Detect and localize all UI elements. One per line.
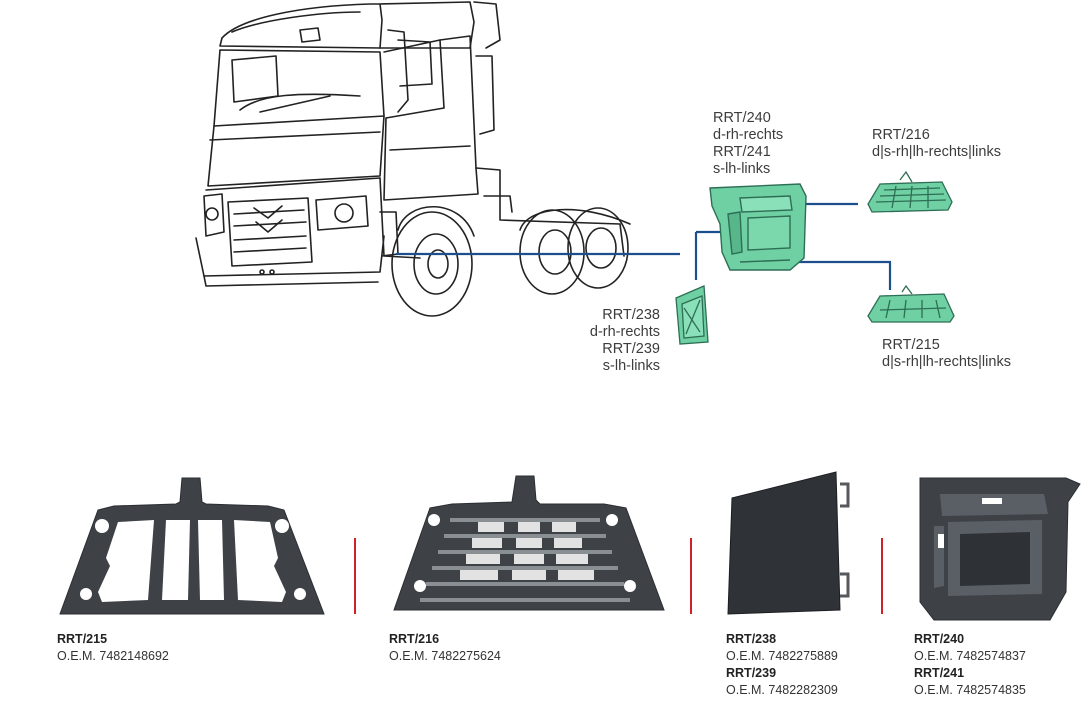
step-grid-part-icon [867,170,953,213]
callout-line: RRT/238 [602,307,660,323]
oem-number: O.E.M. 7482282309 [726,683,838,697]
callout-line: RRT/239 [602,341,660,357]
product-divider [354,538,356,614]
product-code: RRT/240 [914,632,965,646]
callout-rrt238-239: RRT/238 d-rh-rechts RRT/239 s-lh-links [560,307,660,375]
callout-rrt240-241: RRT/240 d-rh-rechts RRT/241 s-lh-links [713,110,783,178]
product-caption-rrt216: RRT/216 O.E.M. 7482275624 [389,631,501,665]
callout-line: d-rh-rechts [589,324,660,340]
product-divider [690,538,692,614]
product-image-rrt240 [919,477,1081,621]
oem-number: O.E.M. 7482574835 [914,683,1026,697]
product-code: RRT/216 [389,632,440,646]
truck-line-drawing-icon [195,1,631,317]
product-divider [881,538,883,614]
callout-line: d-rh-rechts [713,127,784,143]
callout-line: d|s-rh|lh-rechts|links [872,144,1001,160]
callout-line: s-lh-links [602,358,660,374]
product-code: RRT/238 [726,632,777,646]
step-frame-part-icon [867,284,955,323]
oem-number: O.E.M. 7482148692 [57,649,169,663]
product-code: RRT/239 [726,666,777,680]
oem-number: O.E.M. 7482574837 [914,649,1026,663]
callout-rrt216: RRT/216 d|s-rh|lh-rechts|links [872,127,1001,161]
product-image-rrt238 [727,471,850,615]
exploded-diagram [195,1,955,345]
callout-line: RRT/240 [713,110,771,126]
callout-line: RRT/215 [882,337,940,353]
callout-rrt215: RRT/215 d|s-rh|lh-rechts|links [882,337,1011,371]
oem-number: O.E.M. 7482275624 [389,649,501,663]
product-caption-rrt240-241: RRT/240 O.E.M. 7482574837 RRT/241 O.E.M.… [914,631,1026,699]
product-caption-rrt238-239: RRT/238 O.E.M. 7482275889 RRT/239 O.E.M.… [726,631,838,699]
product-code: RRT/215 [57,632,108,646]
product-image-rrt215 [59,477,325,615]
callout-line: RRT/241 [713,144,771,160]
product-caption-rrt215: RRT/215 O.E.M. 7482148692 [57,631,169,665]
product-image-rrt216 [393,475,665,611]
oem-number: O.E.M. 7482275889 [726,649,838,663]
step-housing-part-icon [709,183,807,271]
product-code: RRT/241 [914,666,965,680]
cover-panel-part-icon [675,285,709,345]
callout-line: d|s-rh|lh-rechts|links [882,354,1011,370]
callout-line: s-lh-links [713,161,771,177]
callout-line: RRT/216 [872,127,930,143]
